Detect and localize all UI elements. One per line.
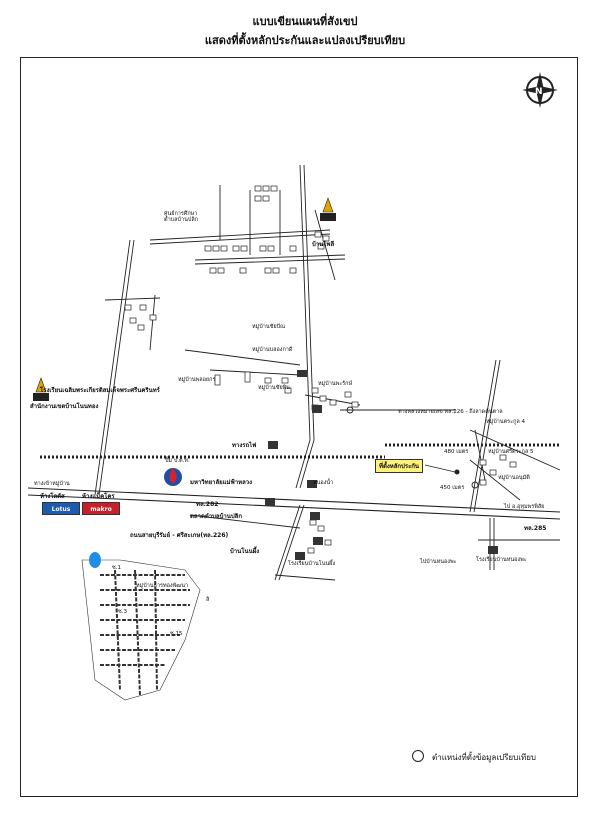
label-hospital: ทางเข้าหมู่บ้าน xyxy=(34,481,70,487)
temple-icon-west xyxy=(33,377,49,401)
label-dist-480: 480 เมตร xyxy=(444,449,469,455)
label-far-village: ไปบ้านหนองพะ xyxy=(420,559,457,565)
page-subtitle: แสดงที่ตั้งหลักประกันและแปลงเปรียบเทียบ xyxy=(204,34,406,47)
label-highway-226: ทางหลวงหมายเลข ทล.226 - ถึงลาดต้นตาล xyxy=(398,409,503,415)
label-main-road: ถนนสายบุรีรัมย์ - ศรีสะเกษ(ทล.226) xyxy=(130,532,229,539)
label-ptt: ปั้ม ป.ต.ท. xyxy=(165,458,190,464)
label-village-south2: ลิ xyxy=(206,597,210,603)
pond-icon xyxy=(89,552,101,568)
label-moo-3: หมู่บ้านพลอยกร xyxy=(178,377,216,383)
label-village-south: หมู่บ้านธารทองพัฒนา xyxy=(136,583,189,589)
label-temple-north: ศูนย์การศึกษาตำบลบ้านปลิก xyxy=(164,211,199,223)
railway-line xyxy=(40,443,560,459)
main-road-226 xyxy=(27,487,561,520)
label-moo-2: หมู่บ้านบลองกาดี xyxy=(252,347,293,353)
lotus-logo: Lotus xyxy=(42,502,80,515)
label-road-282: ทล.282 xyxy=(196,501,219,508)
label-soi-15: ซ.15 xyxy=(170,631,183,637)
label-village-new: หมู่บ้านอนุมัติ xyxy=(498,475,530,481)
roads xyxy=(94,164,561,581)
legend-text: ตำแหน่งที่ตั้งข้อมูลเปรียบเทียบ xyxy=(432,753,536,762)
label-moo-1: หมู่บ้านชัยปัณ xyxy=(252,324,286,330)
collateral-marker xyxy=(424,464,460,475)
label-school: โรงเรียนเฉลิมพระเกียรติสมเด็จพระศรีนคริน… xyxy=(40,387,160,394)
label-moo-4: หมู่บ้านชัยทิน xyxy=(258,385,290,391)
label-makro-top: ห้างแม็คโคร xyxy=(82,493,115,500)
compass-n: N xyxy=(535,87,543,97)
temple-icon-north xyxy=(320,197,336,221)
label-village-4: หมู่บ้านตระกูล 4 xyxy=(486,419,526,425)
label-district: สำนักงานเขตบ้านโนนทอง xyxy=(30,403,99,410)
label-university: มหาวิทยาลัยแม่ฟ้าหลวง xyxy=(190,479,253,486)
page-title: แบบเขียนแผนที่สังเขป xyxy=(252,15,358,28)
label-moo-5: หมู่บ้านพะรักษ์ xyxy=(318,381,353,387)
label-right-road: ไป อ.อุทุมพรพิสัย xyxy=(504,504,545,510)
label-school-2: โรงเรียนบ้านโนนผึ้ง xyxy=(288,561,336,567)
label-market: ตลาดตำบลบ้านปลิก xyxy=(190,513,242,520)
landmark-icons xyxy=(265,370,498,560)
map-frame xyxy=(20,57,578,797)
comparison-markers xyxy=(346,406,479,489)
makro-logo: makro xyxy=(82,502,120,515)
south-residential-grid xyxy=(81,559,201,701)
label-village-5: หมู่บ้านศรีตระกูล 5 xyxy=(488,449,534,455)
ptt-station-icon xyxy=(164,468,182,486)
label-soi-3: ซ.3 xyxy=(118,609,127,615)
label-ban-non-phueng: บ้านโนนผึ้ง xyxy=(230,548,260,555)
label-railway: ทางรถไฟ xyxy=(232,442,257,449)
collateral-label: ที่ตั้งหลักประกัน xyxy=(375,459,424,473)
label-road-285: ทล.285 xyxy=(524,525,547,532)
label-nong-nam: หนองน้ำ xyxy=(313,480,334,486)
label-far-temple: โรงเรียนบ้านหนองพะ xyxy=(476,557,527,563)
label-ban-phli: บ้านโพลี xyxy=(312,241,335,248)
label-lotus-top: ห้างโลตัส xyxy=(40,493,65,500)
label-dist-450: 450 เมตร xyxy=(440,485,465,491)
legend-circle-icon xyxy=(412,750,424,762)
label-soi-1: ซ.1 xyxy=(112,565,121,571)
compass-icon: N xyxy=(522,72,558,108)
